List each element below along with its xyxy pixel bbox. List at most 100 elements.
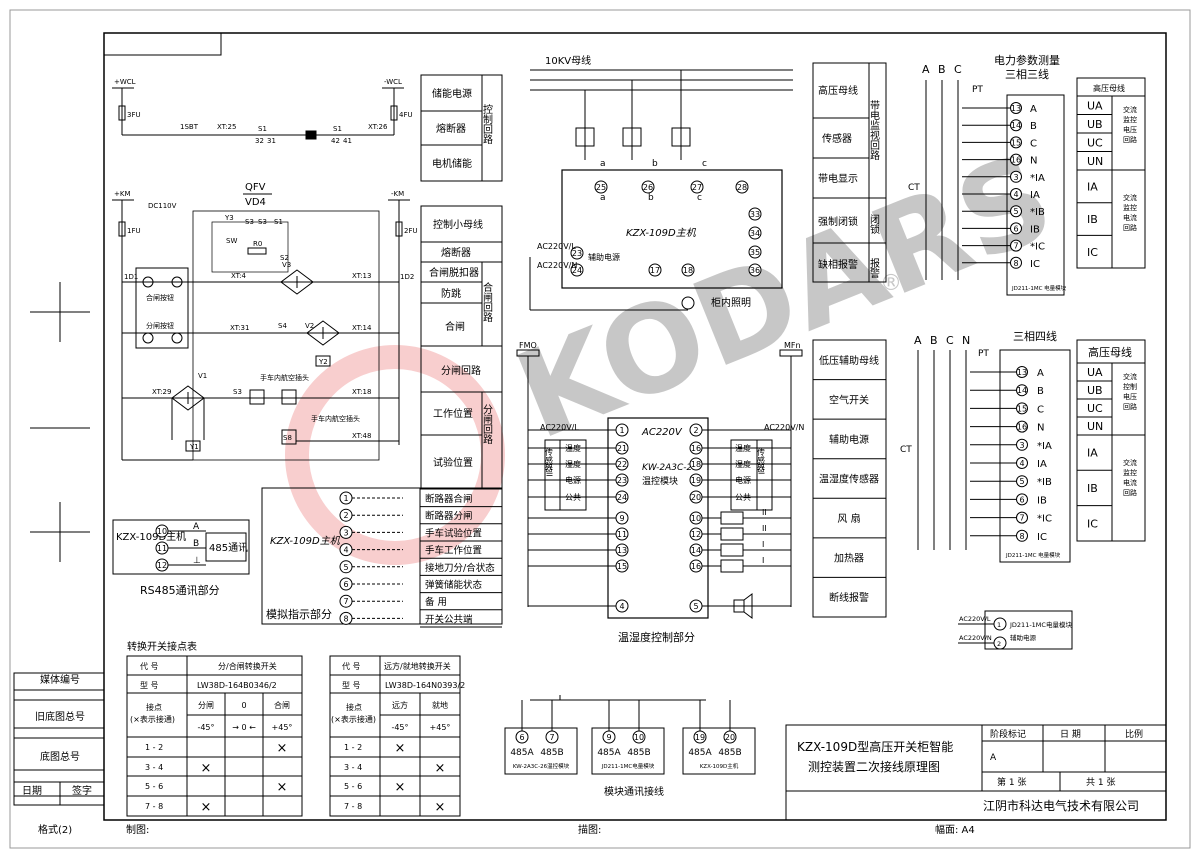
humid-right-8-num: 16 bbox=[691, 562, 701, 571]
size-label: 幅面: A4 bbox=[935, 823, 975, 836]
monitor-table: 高压母线 传感器 带电显示 强制闭锁 缺相报警 带电监视回路 闭锁 报警 bbox=[812, 62, 887, 283]
hv-term-36-circle bbox=[748, 263, 762, 277]
hv2-vg-0: 交流 bbox=[1123, 372, 1137, 381]
humid-left-0-num: 1 bbox=[619, 426, 624, 435]
sw2-ang-0: -45° bbox=[391, 723, 408, 732]
rs485-pinlabel-10: A bbox=[193, 522, 200, 532]
hv2-i-0: IA bbox=[1087, 447, 1098, 460]
fw-pt: PT bbox=[978, 349, 989, 359]
main-dc-circuit: +KM -KM DC110V 1FU 2FU QFV VD4 1D1 1D2 合… bbox=[112, 182, 418, 461]
pp-phase-A: A bbox=[922, 63, 930, 76]
s1a-label: S1 bbox=[258, 125, 267, 133]
sw1-row-0: 1 - 2 bbox=[145, 743, 163, 752]
fw-term-4-circle bbox=[1016, 457, 1028, 469]
s1b-label: S1 bbox=[333, 125, 342, 133]
fw-phase-N: N bbox=[962, 334, 970, 347]
hv1-v-1: UB bbox=[1087, 118, 1103, 131]
humid-left-5-num: 9 bbox=[619, 514, 624, 523]
comm-module-1: JD211-1MC电量模块 bbox=[601, 762, 655, 770]
hv2-ig-4: 电流 bbox=[1123, 478, 1137, 487]
humid-left-8-num: 15 bbox=[617, 562, 627, 571]
fw-term-5-circle bbox=[1016, 475, 1028, 488]
module-comm: 6485A7485BKW-2A3C-26温控模块9485A10485BJD211… bbox=[504, 695, 756, 798]
comm-term-6-num: 6 bbox=[519, 733, 524, 742]
sw1-mark-1-0: × bbox=[201, 761, 212, 776]
hv1-i-0: IA bbox=[1087, 180, 1098, 193]
sw2-row-0: 1 - 2 bbox=[344, 743, 362, 752]
humid-right-5-num: 10 bbox=[691, 514, 701, 523]
pp-ct: CT bbox=[908, 183, 920, 193]
close-btn-label: 合闸按钮 bbox=[146, 293, 174, 302]
humid-rlabel-0: 温度 bbox=[735, 443, 751, 453]
hv2-v-1: UB bbox=[1087, 384, 1103, 397]
mon-row-2: 传感器 bbox=[822, 132, 852, 145]
pp-term-16-num: 16 bbox=[1011, 156, 1021, 165]
fw-label-5: IA bbox=[1037, 459, 1047, 470]
fw-term-8-circle bbox=[1016, 529, 1028, 542]
outer-border bbox=[9, 9, 1191, 849]
func-row-5: 风 扇 bbox=[837, 512, 860, 525]
sim-term-3-num: 3 bbox=[343, 528, 348, 537]
pp-phase-C: C bbox=[954, 63, 962, 76]
sim-label-7: 备 用 bbox=[425, 596, 447, 608]
hv-term-26-num: 26 bbox=[643, 183, 653, 192]
sim-device-label: KZX-109D主机 bbox=[270, 535, 341, 547]
hv2-vg-4: 电压 bbox=[1123, 392, 1137, 401]
hv-ac-n: AC220V/N bbox=[537, 261, 577, 270]
pp-term-7-circle bbox=[1010, 239, 1022, 252]
watermark-text: KODARS bbox=[499, 128, 1071, 467]
hv2-v-3: UN bbox=[1087, 420, 1103, 433]
sw2-mark-0-0: × bbox=[395, 741, 406, 756]
fu3-label: 3FU bbox=[127, 111, 141, 119]
pp-term-13-num: 13 bbox=[1011, 104, 1021, 113]
humid-roman-3: I bbox=[762, 556, 764, 565]
humid-left-3-num: 23 bbox=[617, 476, 627, 485]
humid-title: 温湿度控制部分 bbox=[618, 630, 695, 644]
mon-group1: 带电监视回路 bbox=[868, 100, 880, 161]
comm-label-1: 485B bbox=[540, 748, 563, 758]
pp-label-6: *IB bbox=[1030, 207, 1045, 218]
sw2-row-1: 3 - 4 bbox=[344, 763, 362, 772]
humid-rlabel-3: 公共 bbox=[735, 493, 751, 502]
hv1-vg-6: 回路 bbox=[1123, 135, 1137, 144]
fw-term-6-num: 6 bbox=[1019, 495, 1024, 504]
sw1-contact-note: (×表示接通) bbox=[130, 714, 175, 724]
tb-sheet: 第 1 张 bbox=[997, 776, 1026, 788]
hv-phase-0: a bbox=[600, 159, 606, 169]
pp-label-2: C bbox=[1030, 138, 1037, 149]
fw-label-6: *IB bbox=[1037, 477, 1052, 488]
km-pos-label: +KM bbox=[114, 190, 131, 198]
old-drawing-label: 旧底图总号 bbox=[35, 710, 85, 723]
sw1-title: 转换开关接点表 bbox=[127, 640, 197, 653]
humid-right-2-num: 18 bbox=[691, 460, 701, 469]
pp-label-5: IA bbox=[1030, 190, 1040, 201]
fw-label-9: IC bbox=[1037, 532, 1047, 543]
fw-term-14-circle bbox=[1016, 384, 1028, 397]
s1-n3: 42 bbox=[331, 137, 340, 145]
hv-term-26-circle bbox=[641, 180, 655, 194]
humid-rlabel-2: 电源 bbox=[735, 475, 751, 485]
sw2-mark-3-1: × bbox=[435, 800, 446, 815]
humid-ac-n: AC220V/N bbox=[764, 423, 804, 432]
hv-term-35-circle bbox=[748, 245, 762, 259]
sw2-model: LW38D-164N0393/2 bbox=[385, 681, 465, 690]
hv-term-23-circle bbox=[570, 246, 584, 260]
sim-label-6: 弹簧储能状态 bbox=[425, 579, 483, 591]
pp-term-5-num: 5 bbox=[1013, 207, 1018, 216]
sw1-mark-3-0: × bbox=[201, 800, 212, 815]
pp-term-13-circle bbox=[1010, 102, 1022, 114]
hv1-v-2: UC bbox=[1087, 136, 1103, 149]
hv-term-28-circle bbox=[735, 180, 749, 194]
hv2-i-1: IB bbox=[1087, 482, 1098, 495]
title-block: KZX-109D型高压开关柜智能 测控装置二次接线原理图 阶段标记 日 期 比例… bbox=[785, 724, 1167, 821]
aux-ac-n: AC220V/N bbox=[959, 634, 992, 642]
aux-t1: 1 bbox=[997, 621, 1001, 629]
hv2-ig-6: 回路 bbox=[1123, 488, 1137, 497]
qfv-label: QFV bbox=[245, 182, 266, 193]
humid-left-9-num: 4 bbox=[619, 602, 624, 611]
fw-term-13-num: 13 bbox=[1017, 368, 1027, 377]
mon-row-4: 强制闭锁 bbox=[818, 215, 858, 228]
